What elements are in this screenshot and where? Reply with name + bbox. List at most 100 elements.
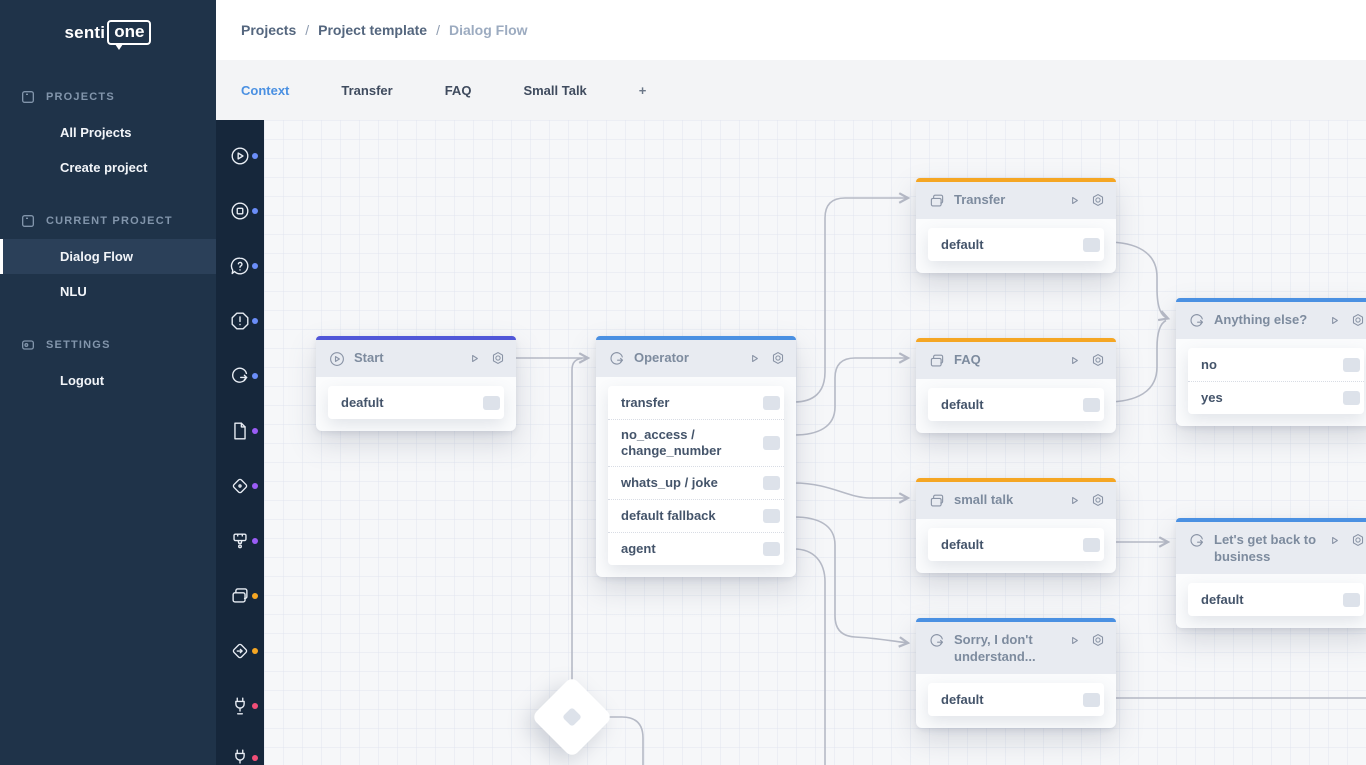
node-row[interactable]: default [928, 683, 1104, 716]
run-node-icon[interactable] [467, 351, 482, 366]
output-port[interactable] [763, 542, 780, 556]
palette-diamond-dot-icon[interactable] [216, 474, 264, 498]
node-row[interactable]: default [928, 228, 1104, 261]
palette-dot [252, 538, 258, 544]
flow-node-faq[interactable]: FAQ default [916, 338, 1116, 433]
run-node-icon[interactable] [1067, 353, 1082, 368]
node-header[interactable]: Transfer [916, 182, 1116, 219]
sidebar-item-nlu[interactable]: NLU [60, 284, 87, 299]
run-node-icon[interactable] [1327, 533, 1342, 548]
breadcrumb-projects[interactable]: Projects [241, 22, 297, 38]
node-header[interactable]: Let's get back to business [1176, 522, 1366, 574]
palette-play-circle-icon[interactable] [216, 144, 264, 168]
flow-node-start[interactable]: Start deafult [316, 336, 516, 431]
flow-node-sorry[interactable]: Sorry, I don't understand... default [916, 618, 1116, 728]
flow-node-anything[interactable]: Anything else? no yes [1176, 298, 1366, 426]
output-port[interactable] [1343, 592, 1360, 607]
output-port[interactable] [1083, 397, 1100, 412]
flow-node-smalltalk[interactable]: small talk default [916, 478, 1116, 573]
node-row[interactable]: no_access / change_number [608, 419, 784, 466]
node-row[interactable]: no [1188, 348, 1364, 381]
tab-context[interactable]: Context [241, 82, 290, 98]
flow-node-operator[interactable]: Operator transfer no_access / change_num… [596, 336, 796, 577]
sidebar-item-logout[interactable]: Logout [60, 373, 105, 388]
run-node-icon[interactable] [1067, 493, 1082, 508]
output-port[interactable] [1083, 237, 1100, 252]
node-settings-icon[interactable] [1090, 492, 1106, 508]
node-settings-icon[interactable] [490, 350, 506, 366]
palette-question-bubble-icon[interactable] [216, 254, 264, 278]
palette-plug-icon[interactable] [216, 694, 264, 718]
node-settings-icon[interactable] [770, 350, 786, 366]
node-accent-bar [596, 336, 796, 340]
node-row[interactable]: transfer [608, 386, 784, 419]
output-port[interactable] [763, 395, 780, 410]
node-header[interactable]: Anything else? [1176, 302, 1366, 339]
node-row[interactable]: default [928, 528, 1104, 561]
node-settings-icon[interactable] [1350, 312, 1366, 328]
stacked-cards-icon [930, 494, 944, 507]
section-label: PROJECTS [46, 91, 115, 103]
tab-small-talk[interactable]: Small Talk [523, 82, 587, 98]
logo-text-one: one [107, 20, 152, 50]
condition-diamond-node[interactable] [530, 675, 614, 759]
output-port[interactable] [763, 436, 780, 450]
node-header[interactable]: Operator [596, 340, 796, 377]
node-row[interactable]: yes [1188, 381, 1364, 414]
run-node-icon[interactable] [1327, 313, 1342, 328]
row-label: default [941, 691, 984, 707]
palette-stacked-cards-icon[interactable] [216, 584, 264, 608]
node-row[interactable]: default [1188, 583, 1364, 616]
node-actions [1067, 192, 1106, 208]
node-row[interactable]: default [928, 388, 1104, 421]
run-node-icon[interactable] [1067, 193, 1082, 208]
context-tab-bar: Context Transfer FAQ Small Talk + [216, 60, 1366, 120]
diamond-port[interactable] [562, 707, 582, 727]
node-settings-icon[interactable] [1090, 192, 1106, 208]
node-title: Operator [634, 350, 689, 365]
node-header[interactable]: Sorry, I don't understand... [916, 622, 1116, 674]
palette-stop-circle-icon[interactable] [216, 199, 264, 223]
node-header[interactable]: FAQ [916, 342, 1116, 379]
node-header[interactable]: Start [316, 340, 516, 377]
node-row[interactable]: agent [608, 532, 784, 565]
palette-warning-icon[interactable] [216, 309, 264, 333]
output-port[interactable] [483, 395, 500, 410]
node-row[interactable]: default fallback [608, 499, 784, 532]
palette-paint-roller-icon[interactable] [216, 529, 264, 553]
output-port[interactable] [1343, 357, 1360, 372]
palette-dot [252, 373, 258, 379]
tab-faq[interactable]: FAQ [444, 82, 472, 98]
node-body: default [916, 519, 1116, 573]
node-settings-icon[interactable] [1350, 532, 1366, 548]
output-port[interactable] [763, 509, 780, 523]
node-settings-icon[interactable] [1090, 632, 1106, 648]
node-settings-icon[interactable] [1090, 352, 1106, 368]
run-node-icon[interactable] [747, 351, 762, 366]
node-row[interactable]: deafult [328, 386, 504, 419]
sidebar-item-create-project[interactable]: Create project [60, 160, 148, 175]
sidebar-item-all-projects[interactable]: All Projects [60, 125, 132, 140]
palette-dot [252, 153, 258, 159]
sidebar-item-dialog-flow[interactable]: Dialog Flow [0, 239, 216, 274]
palette-plug-icon[interactable] [216, 746, 264, 765]
output-port[interactable] [1083, 537, 1100, 552]
palette-diamond-arrow-icon[interactable] [216, 639, 264, 663]
palette-chat-arrow-icon[interactable] [216, 364, 264, 388]
flow-node-backtobiz[interactable]: Let's get back to business default [1176, 518, 1366, 628]
projects-icon [22, 91, 34, 103]
run-node-icon[interactable] [1067, 633, 1082, 648]
flow-canvas[interactable]: Start deafult Operator transfer no_acces… [264, 120, 1366, 765]
tab-transfer[interactable]: Transfer [341, 82, 393, 98]
node-header[interactable]: small talk [916, 482, 1116, 519]
breadcrumb-project-template[interactable]: Project template [318, 22, 428, 38]
output-port[interactable] [1083, 692, 1100, 707]
add-tab-button[interactable]: + [638, 82, 647, 98]
output-port[interactable] [1343, 391, 1360, 405]
flow-node-transfer[interactable]: Transfer default [916, 178, 1116, 273]
node-palette [216, 120, 264, 765]
node-row[interactable]: whats_up / joke [608, 466, 784, 499]
warning-icon [231, 312, 249, 330]
output-port[interactable] [763, 476, 780, 490]
palette-document-icon[interactable] [216, 419, 264, 443]
